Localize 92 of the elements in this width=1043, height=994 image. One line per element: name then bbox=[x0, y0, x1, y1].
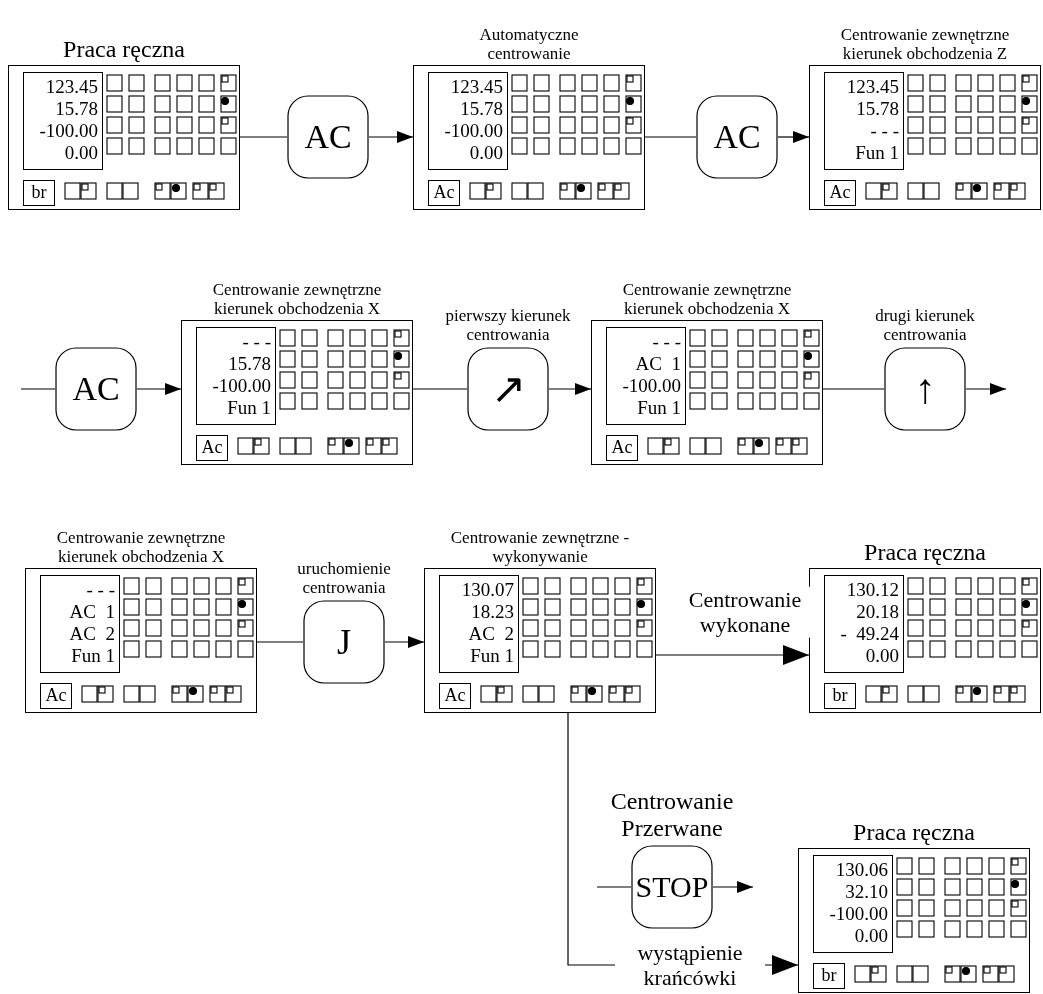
key-caption: uruchomienie centrowania bbox=[296, 558, 392, 597]
readout-value: - - - bbox=[241, 331, 271, 353]
mode-indicator: br bbox=[23, 180, 55, 206]
panel-title: Centrowanie zewnętrzne kierunek obchodzenia X bbox=[621, 279, 793, 318]
panel-title: Praca ręczna bbox=[852, 819, 976, 846]
panel-title: Centrowanie zewnętrzne kierunek obchodzenia X bbox=[55, 527, 227, 566]
readout-value: 15.78 bbox=[227, 353, 271, 375]
readout-value: 123.45 bbox=[44, 76, 98, 98]
connector-line bbox=[412, 388, 468, 390]
key-caption: pierwszy kierunek centrowania bbox=[444, 305, 572, 344]
panel-title: Centrowanie zewnętrzne kierunek obchodzenia X bbox=[211, 279, 383, 318]
readout-value: 130.06 bbox=[834, 859, 888, 881]
readout-value: Fun 1 bbox=[226, 397, 271, 419]
readout-value: Fun 1 bbox=[70, 645, 115, 667]
readout-value: 0.00 bbox=[864, 645, 899, 667]
key-symbol: J bbox=[336, 624, 352, 660]
readout-value: 15.78 bbox=[54, 98, 98, 120]
readout-value: -100.00 bbox=[443, 120, 503, 142]
key-caption: Centrowanie Przerwane bbox=[609, 788, 735, 842]
readout-screen bbox=[40, 575, 120, 673]
readout-value: 130.07 bbox=[460, 579, 514, 601]
key-symbol: AC bbox=[712, 120, 762, 154]
readout-value: 20.18 bbox=[855, 601, 899, 623]
connector-line bbox=[596, 886, 632, 888]
mode-indicator: Ac bbox=[428, 180, 460, 206]
key-caption: drugi kierunek centrowania bbox=[874, 305, 976, 344]
readout-screen bbox=[428, 72, 508, 170]
readout-screen bbox=[813, 855, 893, 953]
key-button bbox=[696, 95, 778, 179]
readout-screen bbox=[23, 72, 103, 170]
arrow bbox=[655, 645, 810, 665]
arrow bbox=[368, 131, 414, 143]
readout-value: -100.00 bbox=[828, 903, 888, 925]
panel-title: Centrowanie zewnętrzne kierunek obchodzenia Z bbox=[839, 24, 1011, 63]
key-button bbox=[287, 95, 369, 179]
readout-value: - 49.24 bbox=[839, 623, 899, 645]
arrow bbox=[965, 383, 1007, 395]
readout-value: AC 1 bbox=[634, 353, 681, 375]
readout-value: 18.23 bbox=[470, 601, 514, 623]
mode-indicator: br bbox=[824, 683, 856, 709]
readout-value: Fun 1 bbox=[636, 397, 681, 419]
readout-screen bbox=[196, 327, 276, 425]
readout-screen bbox=[439, 575, 519, 673]
readout-screen bbox=[606, 327, 686, 425]
readout-value: - - - bbox=[85, 579, 115, 601]
mode-indicator: Ac bbox=[824, 180, 856, 206]
arrow bbox=[384, 636, 425, 648]
mode-indicator: Ac bbox=[606, 435, 638, 461]
panel-title: Praca ręczna bbox=[863, 539, 987, 566]
connector-line bbox=[239, 136, 288, 138]
readout-value: 0.00 bbox=[468, 142, 503, 164]
connector-line bbox=[20, 388, 56, 390]
panel-title: Praca ręczna bbox=[62, 36, 186, 63]
key-symbol: AC bbox=[71, 372, 121, 406]
readout-value: - - - bbox=[869, 120, 899, 142]
readout-value: 123.45 bbox=[449, 76, 503, 98]
arrow bbox=[136, 383, 182, 395]
mode-indicator: Ac bbox=[439, 683, 471, 709]
key-button bbox=[55, 347, 137, 431]
readout-value: AC 1 bbox=[68, 601, 115, 623]
mode-indicator: Ac bbox=[40, 683, 72, 709]
connector-line bbox=[822, 388, 885, 390]
key-symbol: STOP bbox=[634, 872, 710, 902]
readout-value: Fun 1 bbox=[854, 142, 899, 164]
readout-value: 123.45 bbox=[845, 76, 899, 98]
readout-screen bbox=[824, 72, 904, 170]
readout-value: 32.10 bbox=[844, 881, 888, 903]
readout-value: -100.00 bbox=[211, 375, 271, 397]
readout-value: Fun 1 bbox=[469, 645, 514, 667]
readout-value: 15.78 bbox=[459, 98, 503, 120]
readout-screen bbox=[824, 575, 904, 673]
readout-value: 130.12 bbox=[845, 579, 899, 601]
arrow bbox=[777, 131, 810, 143]
key-symbol: AC bbox=[303, 120, 353, 154]
panel-title: Centrowanie zewnętrzne - wykonywanie bbox=[449, 527, 631, 566]
connector-line bbox=[644, 136, 697, 138]
key-symbol: ↑ bbox=[913, 368, 937, 410]
readout-value: 0.00 bbox=[853, 925, 888, 947]
readout-value: 15.78 bbox=[855, 98, 899, 120]
readout-value: -100.00 bbox=[621, 375, 681, 397]
mode-indicator: br bbox=[813, 963, 845, 989]
readout-value: -100.00 bbox=[38, 120, 98, 142]
readout-value: AC 2 bbox=[68, 623, 115, 645]
readout-value: - - - bbox=[651, 331, 681, 353]
connector-line bbox=[256, 641, 304, 643]
key-symbol: ↗ bbox=[489, 368, 527, 410]
mode-indicator: Ac bbox=[196, 435, 228, 461]
panel-title: Automatyczne centrowanie bbox=[478, 24, 580, 63]
readout-value: 0.00 bbox=[63, 142, 98, 164]
readout-value: AC 2 bbox=[467, 623, 514, 645]
arrow bbox=[548, 383, 592, 395]
arrow bbox=[712, 881, 754, 893]
